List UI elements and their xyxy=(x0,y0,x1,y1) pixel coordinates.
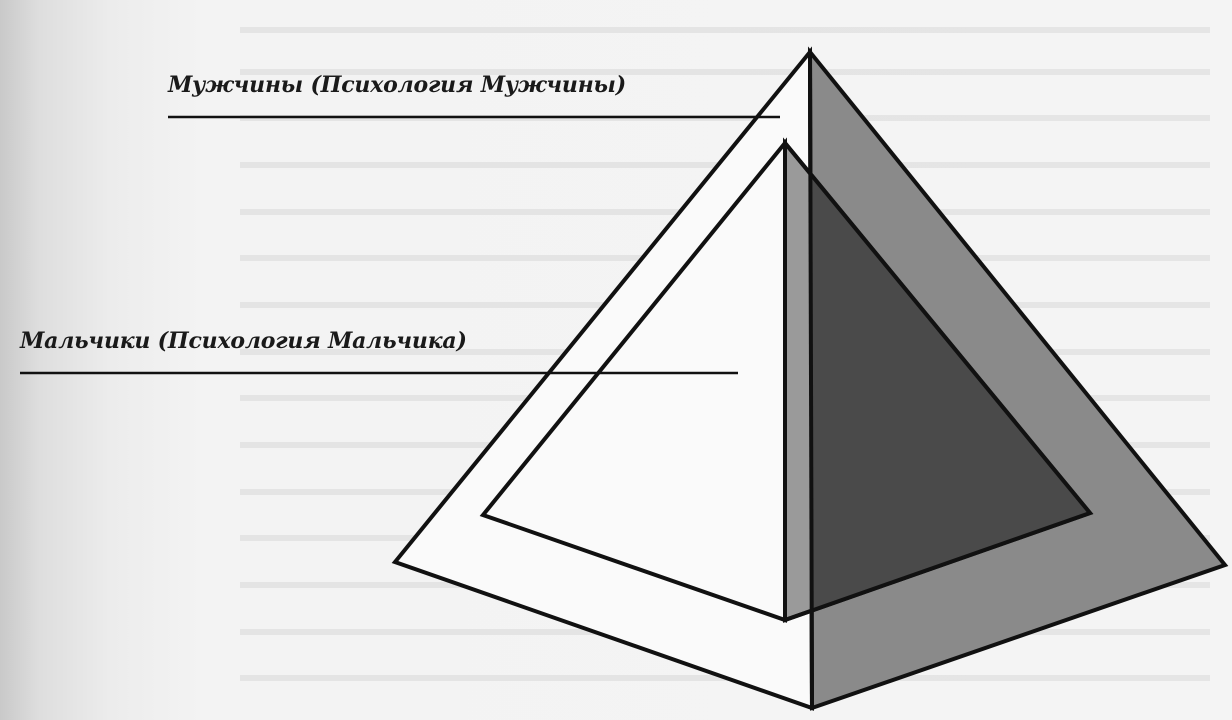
boys-label: Мальчики (Психология Мальчика) xyxy=(20,328,467,354)
outer-pyramid-front-edge xyxy=(810,52,812,708)
men-label: Мужчины (Психология Мужчины) xyxy=(168,72,626,98)
